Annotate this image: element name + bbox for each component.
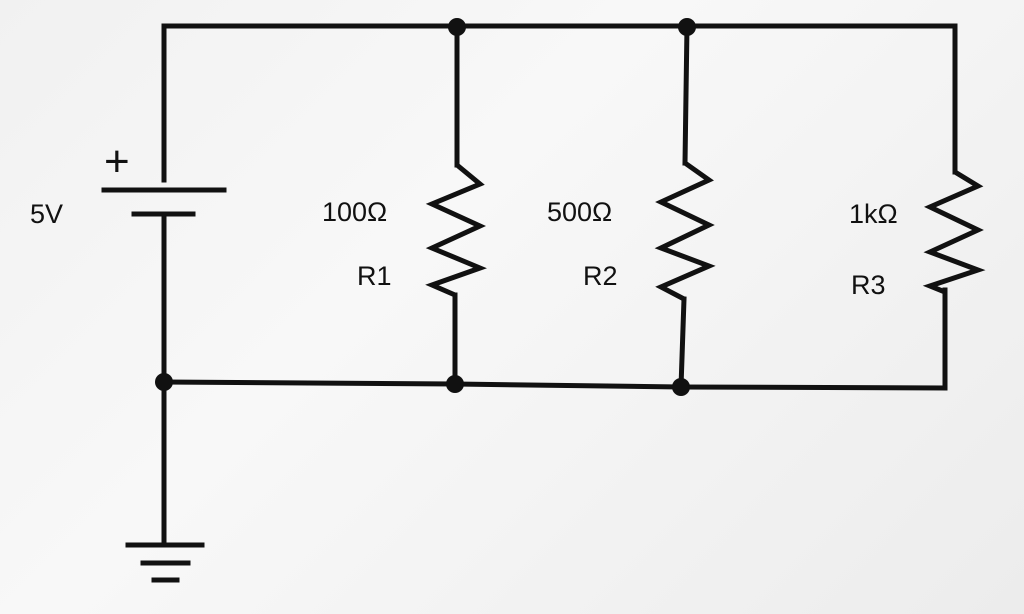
r1-resistor: [425, 162, 487, 298]
battery-voltage-label: 5V: [30, 199, 63, 229]
r2-value-label: 500Ω: [547, 197, 612, 227]
r2-top-lead: [682, 23, 690, 166]
junction-node-top-r2: [678, 18, 696, 36]
r1-name-label: R1: [357, 261, 392, 291]
junction-node-bottom-r2: [672, 378, 690, 396]
bottom-wire: [161, 287, 948, 391]
r2-bottom-lead: [678, 296, 687, 390]
r1-value-label: 100Ω: [322, 197, 387, 227]
r2-resistor: [654, 160, 716, 302]
junction-node-bottom-r1: [446, 375, 464, 393]
r2-name-label: R2: [583, 261, 618, 291]
junction-node-bottom-left: [155, 373, 173, 391]
junction-node-top-r1: [448, 18, 466, 36]
r3-value-label: 1kΩ: [849, 199, 898, 229]
top-wire: [161, 23, 958, 183]
r3-name-label: R3: [851, 270, 886, 300]
battery-plus-sign: +: [104, 137, 130, 186]
r3-resistor: [922, 169, 986, 295]
